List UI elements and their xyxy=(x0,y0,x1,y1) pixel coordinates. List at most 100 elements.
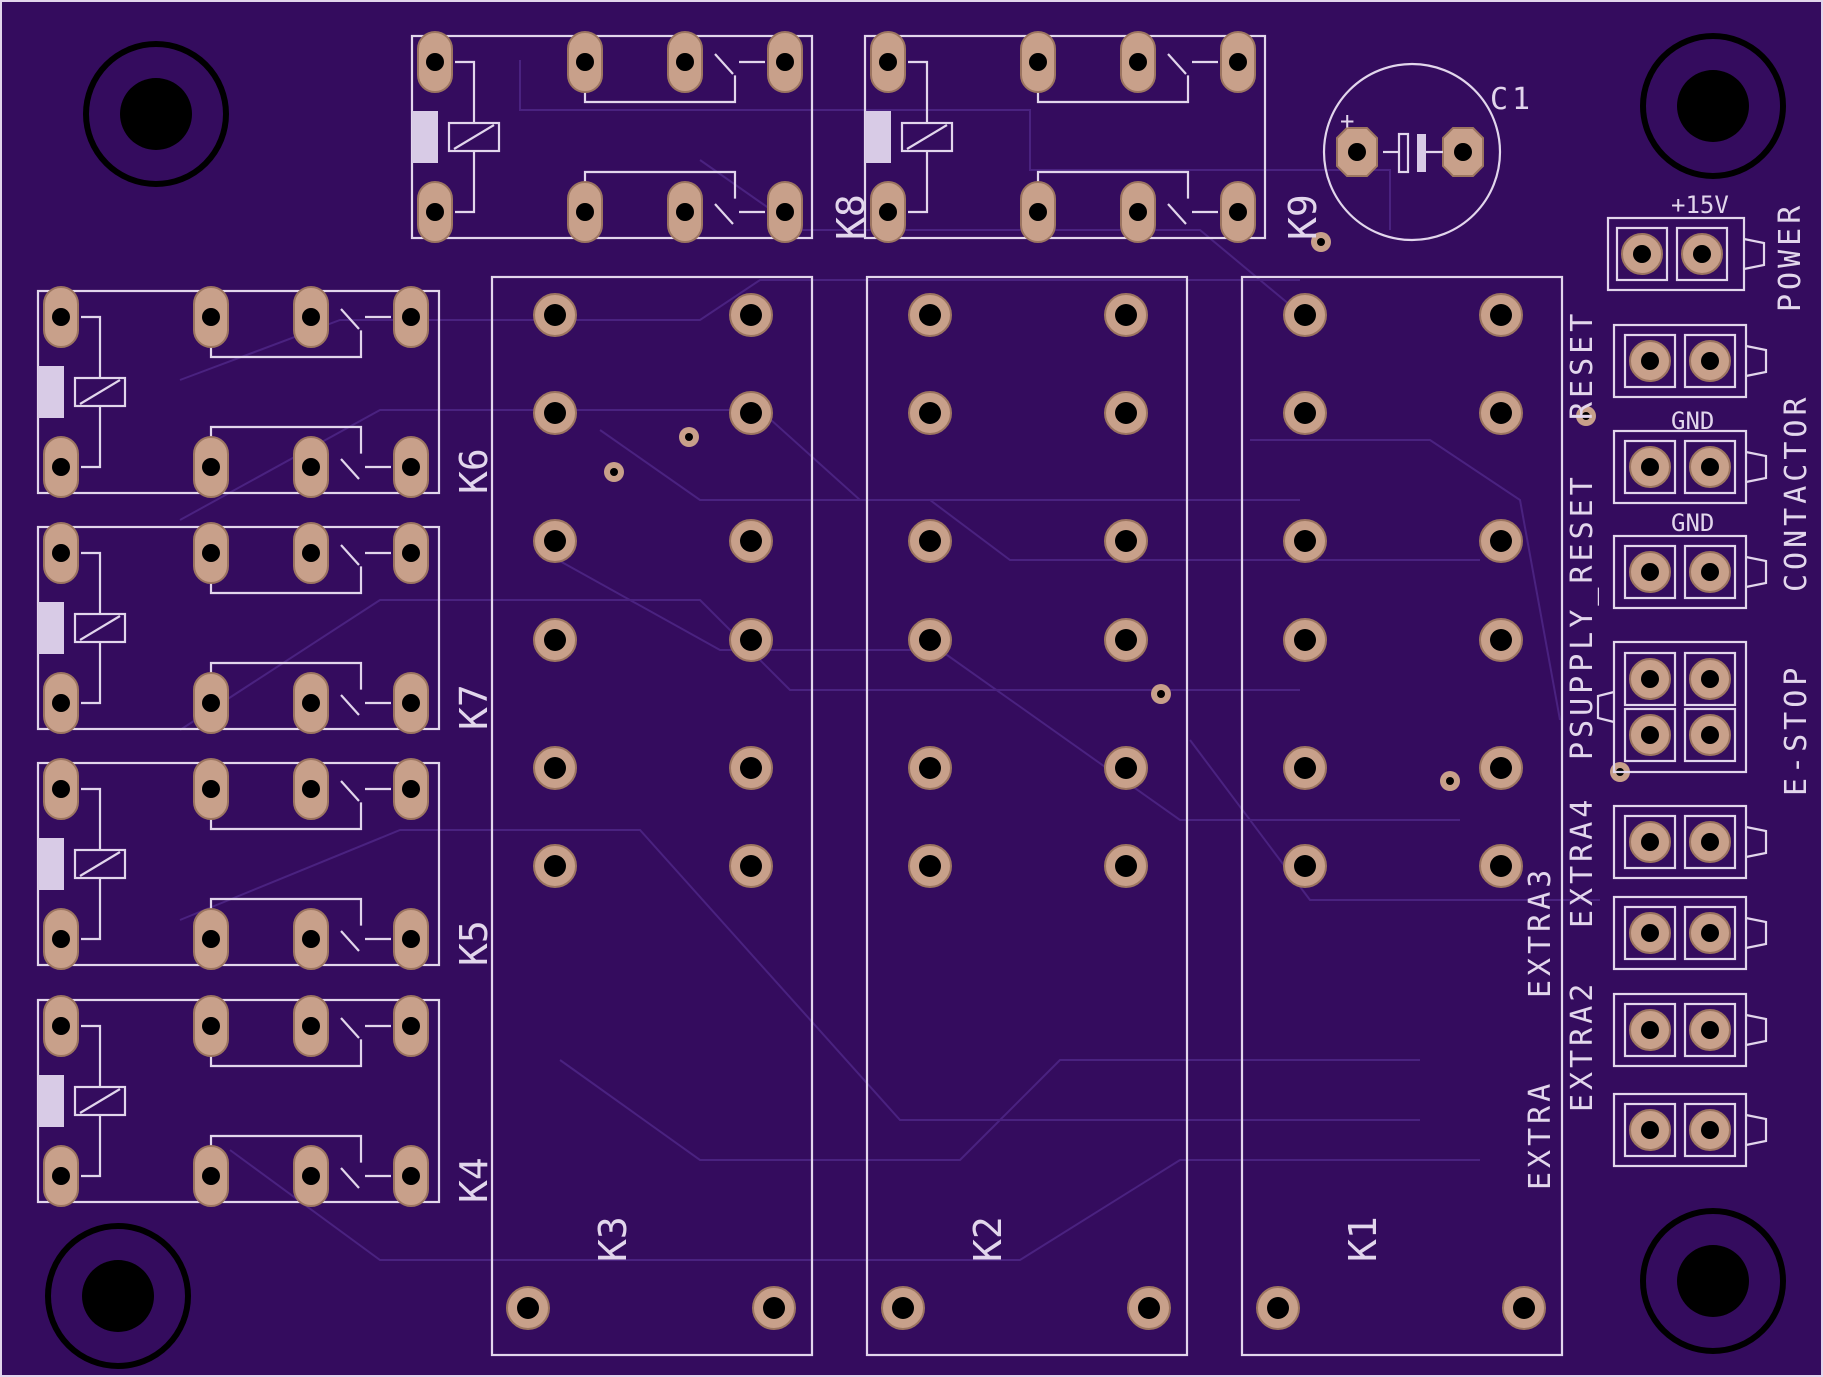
relay-k8-pin1-marker xyxy=(412,111,438,163)
connector-extra xyxy=(1612,1092,1768,1168)
k7-label: K7 xyxy=(452,684,496,730)
relay-k2-pad-right-4-drill xyxy=(1115,629,1137,651)
relay-k4-pad-bottom-1-drill xyxy=(52,1167,70,1185)
relay-k8-pad-bottom-3-drill xyxy=(676,203,694,221)
mounting-hole-bottom-right xyxy=(1640,1208,1786,1354)
c1-label: C1 xyxy=(1490,82,1534,117)
relay-k6-pad-top-3-drill xyxy=(302,308,320,326)
connector-contactor-a xyxy=(1612,429,1768,505)
reset-label: RESET xyxy=(1565,310,1600,420)
mounting-hole-top-left xyxy=(83,41,229,187)
relay-k6-pad-bottom-3-drill xyxy=(302,458,320,476)
relay-k3-pad-left-1-drill xyxy=(544,304,566,326)
relay-k7-pad-bottom-2-drill xyxy=(202,694,220,712)
connector-extra2-outline xyxy=(1612,992,1748,1068)
relay-k3-pad-right-3-drill xyxy=(740,530,762,552)
extra4-label: EXTRA4 xyxy=(1565,796,1600,928)
c1-plus-label: + xyxy=(1340,107,1354,135)
relay-k2-pad-left-5-drill xyxy=(919,757,941,779)
relay-k4 xyxy=(36,995,441,1207)
relay-k2-pad-left-1-drill xyxy=(919,304,941,326)
connector-extra2 xyxy=(1612,992,1768,1068)
relay-k9-pad-top-4-drill xyxy=(1229,53,1247,71)
relay-k1-pad-coil-2-drill xyxy=(1513,1297,1535,1319)
relay-k4-pad-top-4-drill xyxy=(402,1017,420,1035)
relay-k1 xyxy=(1240,275,1564,1357)
relay-k5 xyxy=(36,758,441,970)
plus15v-label: +15V xyxy=(1671,191,1729,219)
relay-k4-pad-bottom-2-drill xyxy=(202,1167,220,1185)
relay-k8-pad-bottom-4-drill xyxy=(776,203,794,221)
relay-k6-pad-top-1-drill xyxy=(52,308,70,326)
relay-k4-pad-top-3-drill xyxy=(302,1017,320,1035)
relay-k8-pad-top-4-drill xyxy=(776,53,794,71)
gnd-label-2: GND xyxy=(1671,509,1714,537)
connector-power xyxy=(1606,216,1766,292)
relay-k1-pad-left-5-drill xyxy=(1294,757,1316,779)
relay-k2-pad-right-1-drill xyxy=(1115,304,1137,326)
relay-k1-pad-right-2-drill xyxy=(1490,402,1512,424)
connector-extra-outline xyxy=(1612,1092,1748,1168)
psupply-reset-label: PSUPPLY_RESET xyxy=(1565,473,1600,760)
relay-k4-pad-top-2-drill xyxy=(202,1017,220,1035)
relay-k6-pad-top-2-drill xyxy=(202,308,220,326)
relay-k1-pad-coil-1-drill xyxy=(1267,1297,1289,1319)
relay-k3 xyxy=(490,275,814,1357)
relay-k8 xyxy=(410,31,814,243)
relay-k6-pin1-marker xyxy=(38,366,64,418)
relay-k5-pin1-marker xyxy=(38,838,64,890)
relay-k5-pad-bottom-4-drill xyxy=(402,930,420,948)
relay-k2-pad-left-3-drill xyxy=(919,530,941,552)
relay-k3-pad-left-4-drill xyxy=(544,629,566,651)
mounting-hole-bottom-left xyxy=(45,1223,191,1369)
relay-k5-pad-top-3-drill xyxy=(302,780,320,798)
connectors xyxy=(1596,216,1768,1168)
relay-k1-pad-right-6-drill xyxy=(1490,855,1512,877)
relay-k2-pad-left-2-drill xyxy=(919,402,941,424)
connector-e-stop xyxy=(1596,640,1748,774)
gnd-label-1: GND xyxy=(1671,407,1714,435)
relay-k5-pad-bottom-1-drill xyxy=(52,930,70,948)
connector-reset xyxy=(1612,323,1768,399)
relay-k9-pad-bottom-4-drill xyxy=(1229,203,1247,221)
relay-k3-pad-right-2-drill xyxy=(740,402,762,424)
power-label: POWER xyxy=(1773,202,1808,312)
mounting-hole-top-right xyxy=(1640,33,1786,179)
relay-k7-pad-bottom-4-drill xyxy=(402,694,420,712)
relay-k8-pad-bottom-1-drill xyxy=(426,203,444,221)
relay-k1-pad-left-6-drill xyxy=(1294,855,1316,877)
relay-k2-pad-right-5-drill xyxy=(1115,757,1137,779)
relay-k7-pad-top-4-drill xyxy=(402,544,420,562)
relay-k1-outline xyxy=(1240,275,1564,1357)
relay-k1-pad-left-2-drill xyxy=(1294,402,1316,424)
relay-k1-pad-left-1-drill xyxy=(1294,304,1316,326)
relay-k5-pad-top-1-drill xyxy=(52,780,70,798)
relay-k3-pad-right-4-drill xyxy=(740,629,762,651)
relay-k3-pad-right-6-drill xyxy=(740,855,762,877)
relay-k9-pad-bottom-3-drill xyxy=(1129,203,1147,221)
relay-k3-pad-left-5-drill xyxy=(544,757,566,779)
relay-k7 xyxy=(36,522,441,734)
relay-k9-pad-bottom-2-drill xyxy=(1029,203,1047,221)
relay-k5-pad-bottom-2-drill xyxy=(202,930,220,948)
relay-k8-pad-top-2-drill xyxy=(576,53,594,71)
relay-k2-pad-right-3-drill xyxy=(1115,530,1137,552)
k2-label: K2 xyxy=(966,1216,1010,1262)
relay-k6 xyxy=(36,286,441,498)
mounting-holes xyxy=(45,33,1786,1369)
k1-label: K1 xyxy=(1341,1216,1385,1262)
connector-e-stop-outline xyxy=(1612,640,1748,774)
relay-k9-pad-top-1-drill xyxy=(879,53,897,71)
k3-label: K3 xyxy=(591,1216,635,1262)
e-stop-label: E-STOP xyxy=(1779,664,1814,796)
relay-k5-pad-bottom-3-drill xyxy=(302,930,320,948)
k5-label: K5 xyxy=(452,920,496,966)
relay-k1-pad-right-3-drill xyxy=(1490,530,1512,552)
relay-k8-pad-bottom-2-drill xyxy=(576,203,594,221)
large-relays xyxy=(490,275,1564,1357)
capacitor-c1 xyxy=(1322,62,1502,242)
connector-extra3 xyxy=(1612,895,1768,971)
relay-k1-pad-right-1-drill xyxy=(1490,304,1512,326)
